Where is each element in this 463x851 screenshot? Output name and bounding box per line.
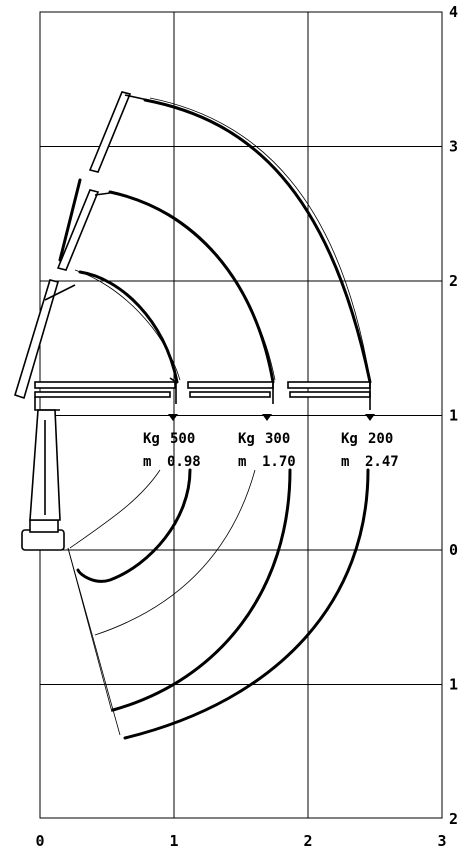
load-markers xyxy=(168,414,375,421)
boom-extended-1 xyxy=(34,381,176,389)
y-tick-label: 2 xyxy=(449,272,458,290)
curve-300kg-lower xyxy=(111,468,292,712)
y-tick-label: 2 xyxy=(449,810,458,828)
boom-raised-3 xyxy=(88,91,132,173)
y-tick-label: 0 xyxy=(449,541,458,559)
curve-200kg-lower xyxy=(123,468,370,740)
envelope-arc-middle xyxy=(109,191,276,381)
load-500-kg-label: Kg xyxy=(143,431,160,447)
x-tick-label: 2 xyxy=(303,832,312,850)
curve-300kg-upper xyxy=(108,190,275,384)
load-300-kg-label: Kg xyxy=(238,431,255,447)
slew-line-2 xyxy=(67,547,113,713)
load-300-m-value: 1.70 xyxy=(262,454,296,470)
boom-raised-2 xyxy=(56,189,100,271)
y-tick-label: 3 xyxy=(449,138,458,156)
load-200-kg-value: 200 xyxy=(368,431,393,447)
load-200-m-label: m xyxy=(341,454,349,470)
crane-base xyxy=(21,529,65,551)
load-curves xyxy=(58,98,372,740)
mid-200kg xyxy=(58,178,82,262)
envelope-arc-lower-1 xyxy=(69,469,161,549)
boom-extended-2 xyxy=(187,381,274,389)
y-tick-label: 4 xyxy=(449,3,458,21)
curve-500kg-upper xyxy=(78,270,179,384)
grid xyxy=(39,11,443,819)
x-tick-label: 3 xyxy=(437,832,446,850)
marker-200 xyxy=(365,414,375,421)
envelope-arc-inner xyxy=(74,269,181,381)
load-200-m-value: 2.47 xyxy=(365,454,399,470)
load-200-kg-label: Kg xyxy=(341,431,358,447)
marker-300 xyxy=(262,414,272,421)
envelope-arc-outer xyxy=(149,97,371,381)
load-300-kg-value: 300 xyxy=(265,431,290,447)
y-tick-label: 1 xyxy=(449,407,458,425)
marker-500 xyxy=(168,414,178,421)
load-300-m-label: m xyxy=(238,454,246,470)
x-tick-label: 0 xyxy=(35,832,44,850)
envelope-arc-lower-2 xyxy=(94,469,256,636)
load-500-m-label: m xyxy=(143,454,151,470)
x-tick-label: 1 xyxy=(169,832,178,850)
curve-500kg-lower xyxy=(76,468,192,583)
curve-200kg-upper xyxy=(143,98,372,384)
boom-raised-1 xyxy=(14,279,60,400)
boom-extended-3 xyxy=(287,381,371,389)
load-500-m-value: 0.98 xyxy=(167,454,201,470)
crane-pictogram xyxy=(14,91,371,551)
y-tick-label: 1 xyxy=(449,676,458,694)
load-500-kg-value: 500 xyxy=(170,431,195,447)
